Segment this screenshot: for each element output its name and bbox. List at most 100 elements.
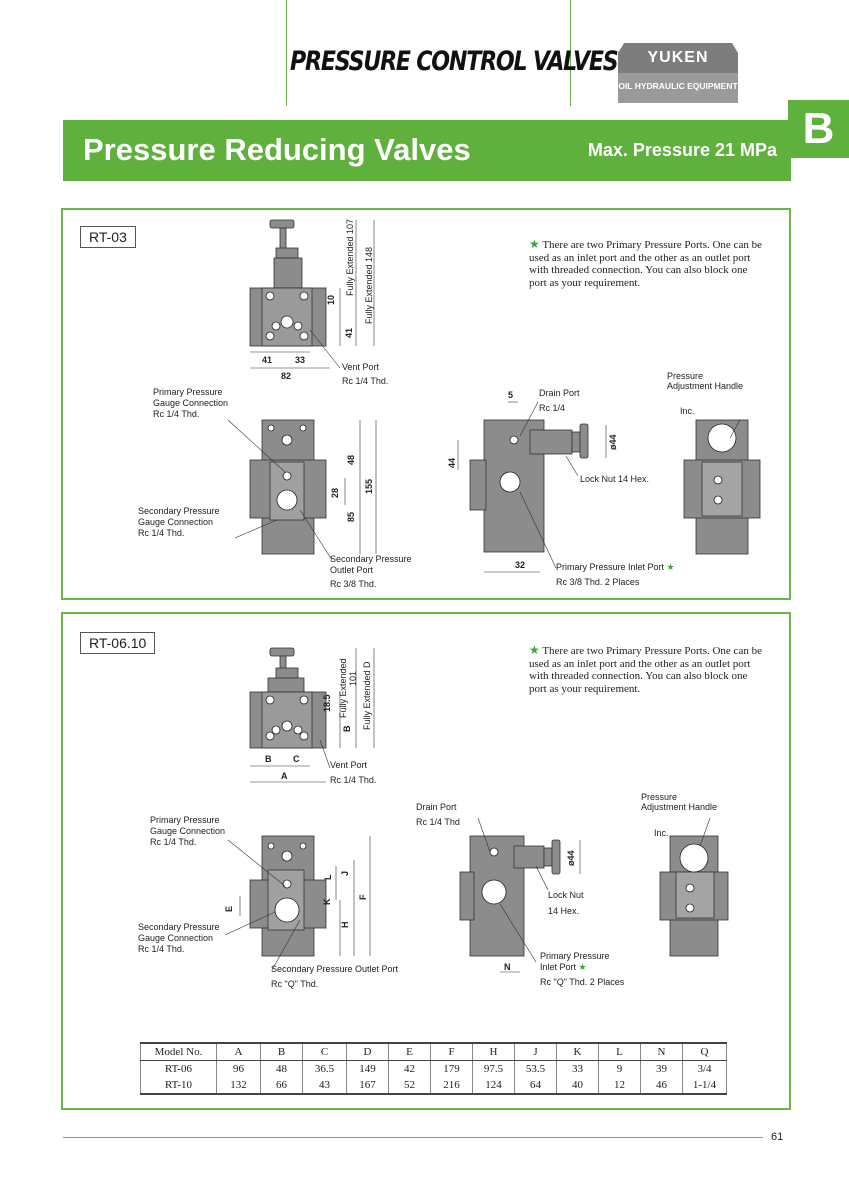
table-cell: 46 (640, 1077, 683, 1095)
rt03-model-tag: RT-03 (80, 226, 136, 248)
table-header-row: Model No. A B C D E F H J K L N Q (140, 1042, 727, 1061)
table-header: F (430, 1042, 473, 1061)
rt03-dim-41a: 41 (262, 355, 273, 365)
rt0610-secondary-gauge: Secondary Pressure (138, 922, 220, 932)
rt0610-secondary-outlet: Secondary Pressure Outlet Port (271, 964, 399, 974)
table-header: C (302, 1042, 347, 1061)
yuken-logo: YUKEN OIL HYDRAULIC EQUIPMENT (618, 43, 738, 103)
rt0610-dim-a: A (281, 771, 288, 781)
header-divider-left (286, 0, 287, 106)
rt03-inc: Inc. (680, 406, 695, 416)
star-icon: ★ (529, 643, 540, 657)
table-cell: 42 (388, 1060, 431, 1077)
table-header: K (556, 1042, 599, 1061)
rt0610-fully-extended-101: Fully Extended (338, 658, 348, 718)
page-number: 61 (771, 1131, 784, 1143)
category-title: PRESSURE CONTROL VALVES (290, 46, 619, 77)
rt03-primary-gauge-thd: Rc 1/4 Thd. (153, 409, 200, 419)
rt03-vent-port: Vent Port (342, 362, 380, 372)
rt0610-primary-gauge: Primary Pressure (150, 815, 220, 825)
rt03-drain-thd: Rc 1/4 (539, 403, 566, 413)
table-cell: 48 (260, 1060, 303, 1077)
page-title: Pressure Reducing Valves (83, 132, 471, 167)
table-cell: 9 (598, 1060, 641, 1077)
title-banner: Pressure Reducing Valves Max. Pressure 2… (63, 120, 791, 181)
rt0610-drain-port: Drain Port (416, 802, 457, 812)
table-header: E (388, 1042, 431, 1061)
rt0610-fully-extended-d: Fully Extended D (362, 661, 372, 730)
table-cell: 43 (302, 1077, 347, 1095)
rt0610-model-tag: RT-06.10 (80, 632, 156, 654)
rt03-handle: Pressure (667, 371, 704, 381)
rt0610-drain-thd: Rc 1/4 Thd (416, 817, 460, 827)
rt0610-panel (61, 612, 791, 1110)
table-cell: 52 (388, 1077, 431, 1095)
rt0610-note-text: There are two Primary Pressure Ports. On… (529, 645, 762, 695)
rt0610-lock-nut: Lock Nut (548, 890, 584, 900)
rt03-note: ★ There are two Primary Pressure Ports. … (529, 238, 764, 289)
table-header: B (260, 1042, 303, 1061)
table-cell: RT-06 (140, 1060, 217, 1077)
table-cell: 96 (216, 1060, 261, 1077)
rt03-handle-2: Adjustment Handle (667, 381, 744, 391)
table-header: Q (682, 1042, 727, 1061)
rt0610-handle-2: Adjustment Handle (641, 802, 718, 812)
rt0610-dim-b-vert: B (342, 725, 352, 733)
section-tab: B (788, 100, 849, 158)
rt03-drain-port: Drain Port (539, 388, 580, 398)
rt0610-dim-j: J (340, 870, 350, 876)
rt03-lock-nut: Lock Nut 14 Hex. (580, 474, 650, 484)
rt0610-primary-inlet: Primary Pressure (540, 951, 610, 961)
table-cell: 216 (430, 1077, 473, 1095)
rt03-note-text: There are two Primary Pressure Ports. On… (529, 239, 762, 289)
rt03-primary-inlet-text: Primary Pressure Inlet Port (556, 562, 665, 572)
rt0610-inc: Inc. (654, 828, 669, 838)
rt0610-secondary-outlet-thd: Rc "Q" Thd. (271, 979, 319, 989)
rt0610-secondary-gauge-thd: Rc 1/4 Thd. (138, 944, 185, 954)
rt03-vent-thd: Rc 1/4 Thd. (342, 376, 389, 386)
rt0610-dim-b: B (265, 754, 272, 764)
rt0610-secondary-gauge-2: Gauge Connection (138, 933, 214, 943)
table-header: A (216, 1042, 261, 1061)
rt03-secondary-outlet-2: Outlet Port (330, 565, 374, 575)
table-cell: 40 (556, 1077, 599, 1095)
rt0610-dim-phi44: ø44 (566, 850, 576, 866)
table-cell: 12 (598, 1077, 641, 1095)
rt0610-primary-gauge-thd: Rc 1/4 Thd. (150, 837, 197, 847)
rt0610-dim-e: E (224, 905, 234, 912)
rt03-secondary-outlet-thd: Rc 3/8 Thd. (330, 579, 377, 589)
table-cell: 53.5 (514, 1060, 557, 1077)
header-divider-right (570, 0, 571, 106)
rt0610-note: ★ There are two Primary Pressure Ports. … (529, 644, 764, 695)
table-cell: 149 (346, 1060, 389, 1077)
rt03-dim-32: 32 (515, 560, 526, 570)
table-cell: 33 (556, 1060, 599, 1077)
rt03-dim-82: 82 (281, 371, 292, 381)
rt03-dim-33: 33 (295, 355, 306, 365)
rt0610-dim-f: F (358, 894, 368, 901)
star-icon: ★ (529, 237, 540, 251)
rt0610-lock-nut-2: 14 Hex. (548, 906, 580, 916)
table-header: Model No. (140, 1042, 217, 1061)
rt03-primary-gauge-2: Gauge Connection (153, 398, 229, 408)
table-cell: 36.5 (302, 1060, 347, 1077)
rt03-secondary-gauge-2: Gauge Connection (138, 517, 214, 527)
rt03-secondary-gauge-thd: Rc 1/4 Thd. (138, 528, 185, 538)
table-header: N (640, 1042, 683, 1061)
rt0610-dim-n: N (504, 962, 511, 972)
table-header: D (346, 1042, 389, 1061)
table-cell: 39 (640, 1060, 683, 1077)
rt03-primary-inlet-thd: Rc 3/8 Thd. 2 Places (556, 577, 640, 587)
rt0610-dim-h: H (340, 921, 350, 929)
table-cell: 167 (346, 1077, 389, 1095)
table-cell: 124 (472, 1077, 515, 1095)
table-cell: 3/4 (682, 1060, 727, 1077)
table-cell: 179 (430, 1060, 473, 1077)
rt0610-primary-inlet-2: Inlet Port ★ (540, 962, 587, 972)
dimension-table: Model No. A B C D E F H J K L N Q RT-06 … (140, 1042, 727, 1095)
rt03-secondary-outlet: Secondary Pressure (330, 554, 412, 564)
logo-subtitle: OIL HYDRAULIC EQUIPMENT (618, 81, 738, 91)
rt0610-dim-18-5: 18.5 (322, 694, 332, 712)
